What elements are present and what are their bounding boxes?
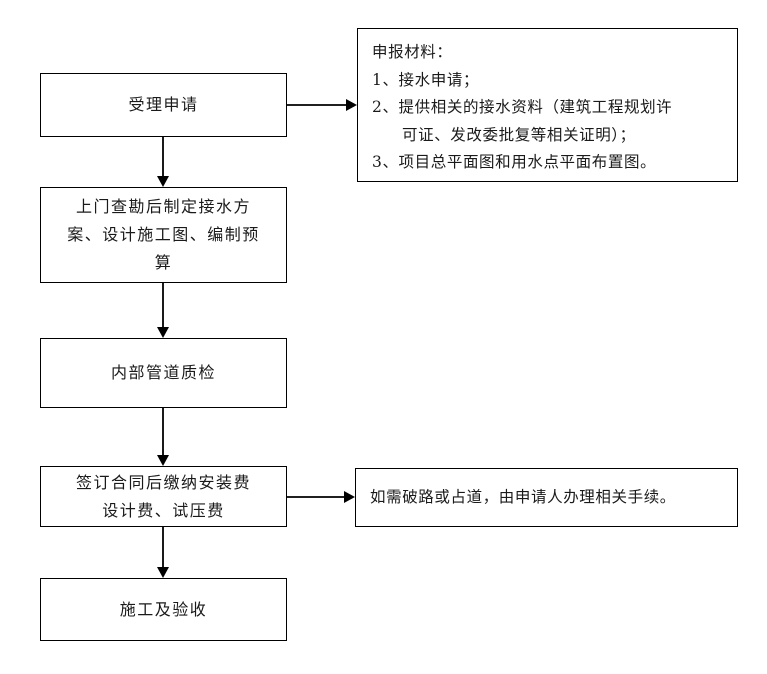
note-road-permit: 如需破路或占道，由申请人办理相关手续。 — [355, 468, 738, 527]
note-line: 2、提供相关的接水资料（建筑工程规划许 — [372, 98, 673, 117]
flow-node-contract-and-fees[interactable]: 签订合同后缴纳安装费 设计费、试压费 — [40, 466, 287, 527]
arrow-survey-to-inspection — [155, 283, 171, 338]
arrow-accept-to-materials — [287, 97, 357, 113]
arrow-accept-to-survey — [155, 137, 171, 187]
note-line: 3、项目总平面图和用水点平面布置图。 — [372, 153, 657, 172]
flow-node-internal-pipe-inspection[interactable]: 内部管道质检 — [40, 338, 287, 408]
flow-node-construction-acceptance[interactable]: 施工及验收 — [40, 578, 287, 641]
note-line: 申报材料： — [372, 43, 453, 61]
arrow-inspection-to-contract — [155, 408, 171, 466]
flow-node-accept-application[interactable]: 受理申请 — [40, 73, 287, 137]
flow-node-label: 上门查勘后制定接水方 案、设计施工图、编制预 算 — [67, 197, 260, 272]
flow-node-survey-and-plan[interactable]: 上门查勘后制定接水方 案、设计施工图、编制预 算 — [40, 187, 287, 283]
note-line: 如需破路或占道，由申请人办理相关手续。 — [370, 487, 676, 506]
flow-node-label: 施工及验收 — [119, 599, 208, 619]
flow-node-label: 受理申请 — [128, 95, 199, 114]
arrow-contract-to-road-note — [287, 489, 355, 505]
note-line: 1、接水申请； — [372, 70, 480, 89]
flow-node-label: 签订合同后缴纳安装费 设计费、试压费 — [75, 472, 251, 520]
arrow-contract-to-construction — [155, 527, 171, 578]
flow-node-label: 内部管道质检 — [110, 363, 216, 382]
note-line: 可证、发改委批复等相关证明）； — [402, 125, 636, 144]
note-application-materials: 申报材料： 1、接水申请； 2、提供相关的接水资料（建筑工程规划许 可证、发改委… — [357, 28, 738, 182]
